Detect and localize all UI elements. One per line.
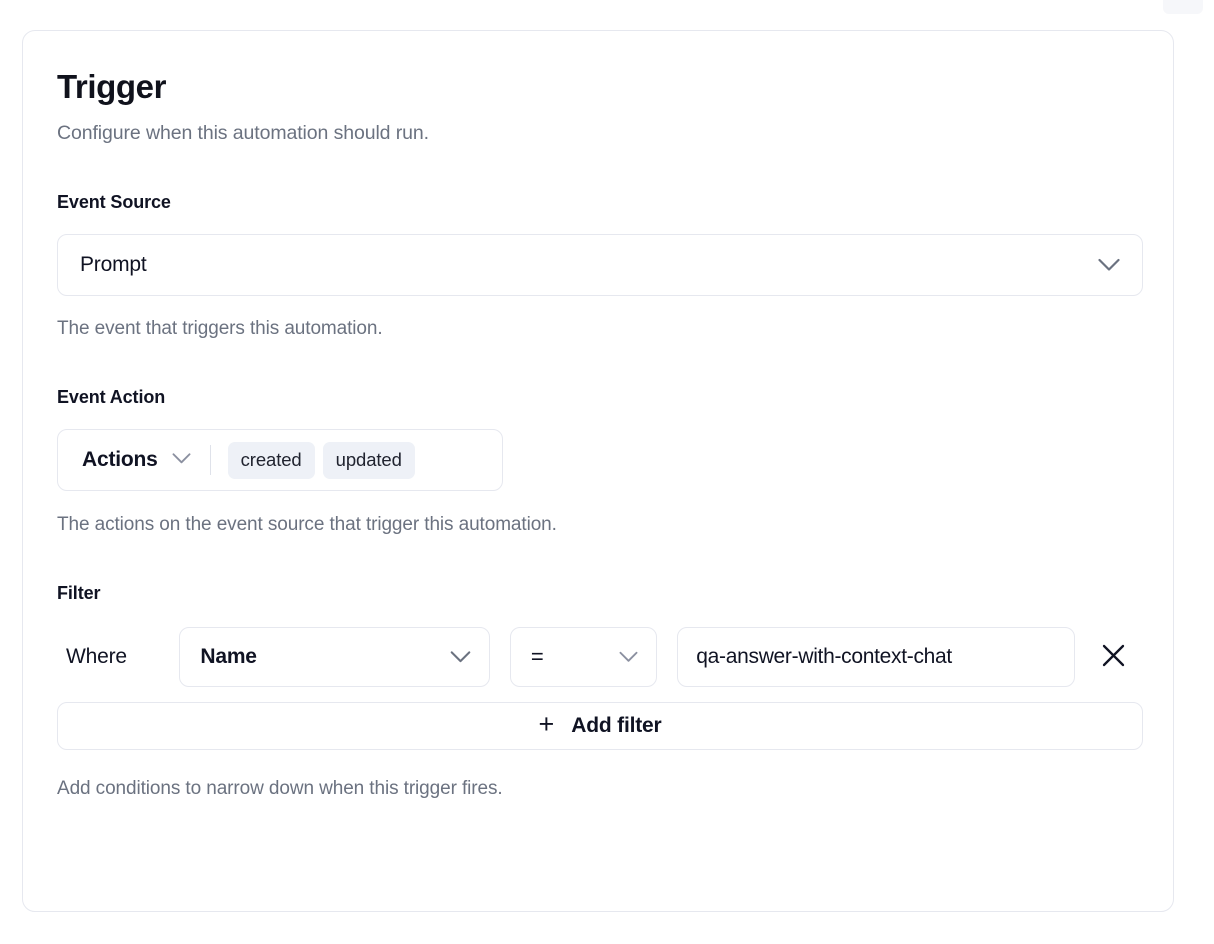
page-title: Trigger — [57, 68, 167, 105]
event-source-help: The event that triggers this automation. — [57, 318, 383, 340]
filter-field-select[interactable]: Name — [179, 627, 490, 688]
event-source-select[interactable]: Prompt — [57, 234, 1143, 297]
filter-help: Add conditions to narrow down when this … — [57, 778, 503, 800]
filter-operator-value: = — [530, 644, 544, 670]
add-filter-label: Add filter — [571, 714, 662, 738]
chip-created[interactable]: created — [227, 441, 315, 479]
chevron-down-icon — [450, 651, 471, 663]
event-action-control: Actions created updated — [57, 429, 503, 492]
event-action-section: Event Action Actions created updated The — [57, 387, 1139, 536]
plus-icon: + — [538, 709, 555, 740]
event-action-chips: created updated — [227, 441, 415, 479]
page-subtitle: Configure when this automation should ru… — [57, 122, 429, 145]
chevron-down-icon — [619, 652, 638, 663]
close-icon — [1101, 643, 1126, 671]
filter-row: Where Name = — [57, 626, 1139, 688]
chevron-down-icon — [1098, 259, 1120, 272]
event-action-select-label: Actions — [82, 448, 158, 472]
event-source-label: Event Source — [57, 192, 171, 213]
event-action-help: The actions on the event source that tri… — [57, 514, 557, 536]
event-source-section: Event Source Prompt The event that trigg… — [57, 192, 1143, 340]
event-source-value: Prompt — [80, 253, 147, 277]
filter-operator-select[interactable]: = — [509, 627, 658, 688]
filter-value-input[interactable] — [677, 627, 1076, 688]
chevron-down-icon — [172, 451, 191, 469]
filter-field-value: Name — [200, 645, 257, 669]
trigger-card: Trigger Configure when this automation s… — [22, 30, 1174, 912]
filter-label: Filter — [57, 583, 101, 604]
filter-section: Filter Where Name = — [57, 583, 1143, 800]
top-right-partial-element — [1163, 0, 1203, 14]
chip-updated[interactable]: updated — [322, 441, 415, 479]
remove-filter-button[interactable] — [1087, 631, 1139, 683]
event-action-select[interactable]: Actions — [82, 448, 191, 472]
add-filter-button[interactable]: + Add filter — [57, 702, 1143, 751]
where-label: Where — [66, 645, 127, 669]
divider — [209, 445, 211, 476]
event-action-label: Event Action — [57, 387, 166, 408]
